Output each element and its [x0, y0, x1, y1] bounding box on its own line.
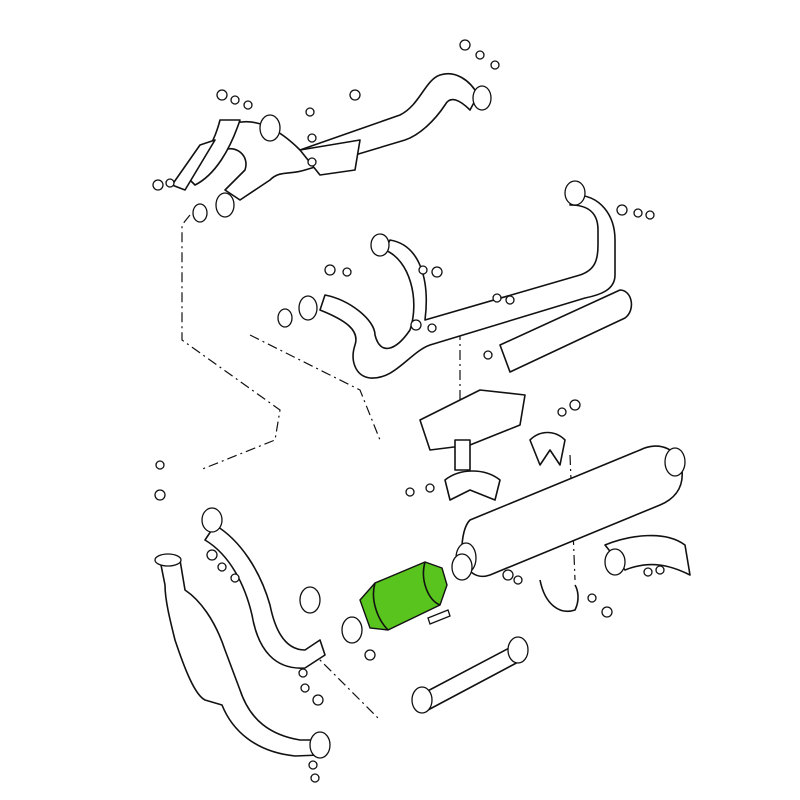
fastener-icon: [298, 668, 308, 678]
upper-crossover-pipe: [171, 73, 492, 223]
fastener-icon: [230, 573, 240, 583]
fastener-icon: [616, 204, 628, 216]
fastener-icon: [206, 549, 218, 561]
fastener-icon: [513, 575, 523, 585]
fastener-icon: [405, 487, 415, 497]
intermediate-pipe: [411, 636, 529, 714]
fastener-icon: [300, 683, 310, 693]
fastener-icon: [364, 649, 376, 661]
main-muffler: [455, 445, 691, 578]
fastener-icon: [216, 89, 228, 101]
fastener-icon: [490, 60, 500, 70]
fastener-icon: [243, 100, 253, 110]
catalytic-converter: [341, 553, 473, 644]
fastener-icon: [655, 565, 665, 575]
fastener-icon: [492, 293, 502, 303]
fastener-icon: [633, 208, 643, 218]
fastener-icon: [305, 107, 315, 117]
fastener-icon: [431, 266, 443, 278]
fastener-icon: [459, 39, 471, 51]
fastener-icon: [312, 694, 324, 706]
fastener-icon: [152, 179, 164, 191]
front-catalytic-pipe: [154, 553, 331, 759]
hanger-strap: [539, 579, 579, 612]
fastener-icon: [410, 319, 422, 331]
fastener-icon: [557, 407, 567, 417]
front-pipe: [201, 507, 326, 669]
catalytic-converter-highlight: [359, 561, 448, 631]
fastener-icon: [483, 350, 493, 360]
fastener-icon: [307, 133, 317, 143]
mounting-bracket: [419, 389, 566, 501]
fastener-icon: [427, 323, 437, 333]
fastener-icon: [587, 593, 597, 603]
fastener-icon: [505, 295, 515, 305]
fastener-icon: [310, 773, 320, 783]
fastener-icon: [569, 399, 581, 411]
fastener-icon: [645, 210, 655, 220]
y-pipe: [277, 180, 633, 379]
fastener-icon: [601, 606, 613, 618]
fastener-icon: [324, 264, 336, 276]
fastener-icon: [308, 760, 318, 770]
fastener-icon: [418, 265, 428, 275]
fastener-icon: [230, 95, 240, 105]
fastener-icon: [342, 267, 352, 277]
fastener-icon: [155, 460, 165, 470]
fastener-icon: [475, 50, 485, 60]
fastener-icon: [425, 483, 435, 493]
fastener-icon: [349, 89, 361, 101]
fastener-icon: [217, 562, 227, 572]
fastener-icon: [165, 178, 175, 188]
fastener-icon: [307, 157, 317, 167]
fasteners: [152, 39, 665, 783]
fastener-icon: [154, 489, 166, 501]
fastener-icon: [643, 567, 653, 577]
fastener-icon: [502, 569, 514, 581]
